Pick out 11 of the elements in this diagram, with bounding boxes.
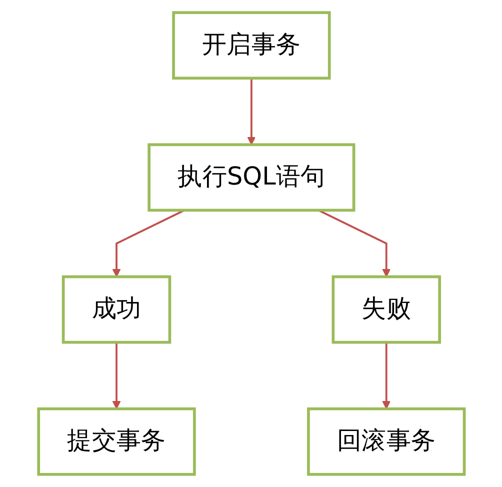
- node-box: 执行SQL语句: [147, 143, 355, 212]
- arrow: [112, 209, 184, 278]
- node-box: 提交事务: [36, 407, 196, 476]
- arrow: [246, 78, 256, 146]
- arrow: [112, 342, 120, 410]
- arrow: [318, 209, 390, 278]
- node-box: 失败: [331, 275, 441, 344]
- node-box: 回滚事务: [306, 407, 466, 476]
- node-box: 成功: [61, 275, 171, 344]
- node-box: 开启事务: [172, 11, 330, 80]
- arrow: [382, 342, 390, 410]
